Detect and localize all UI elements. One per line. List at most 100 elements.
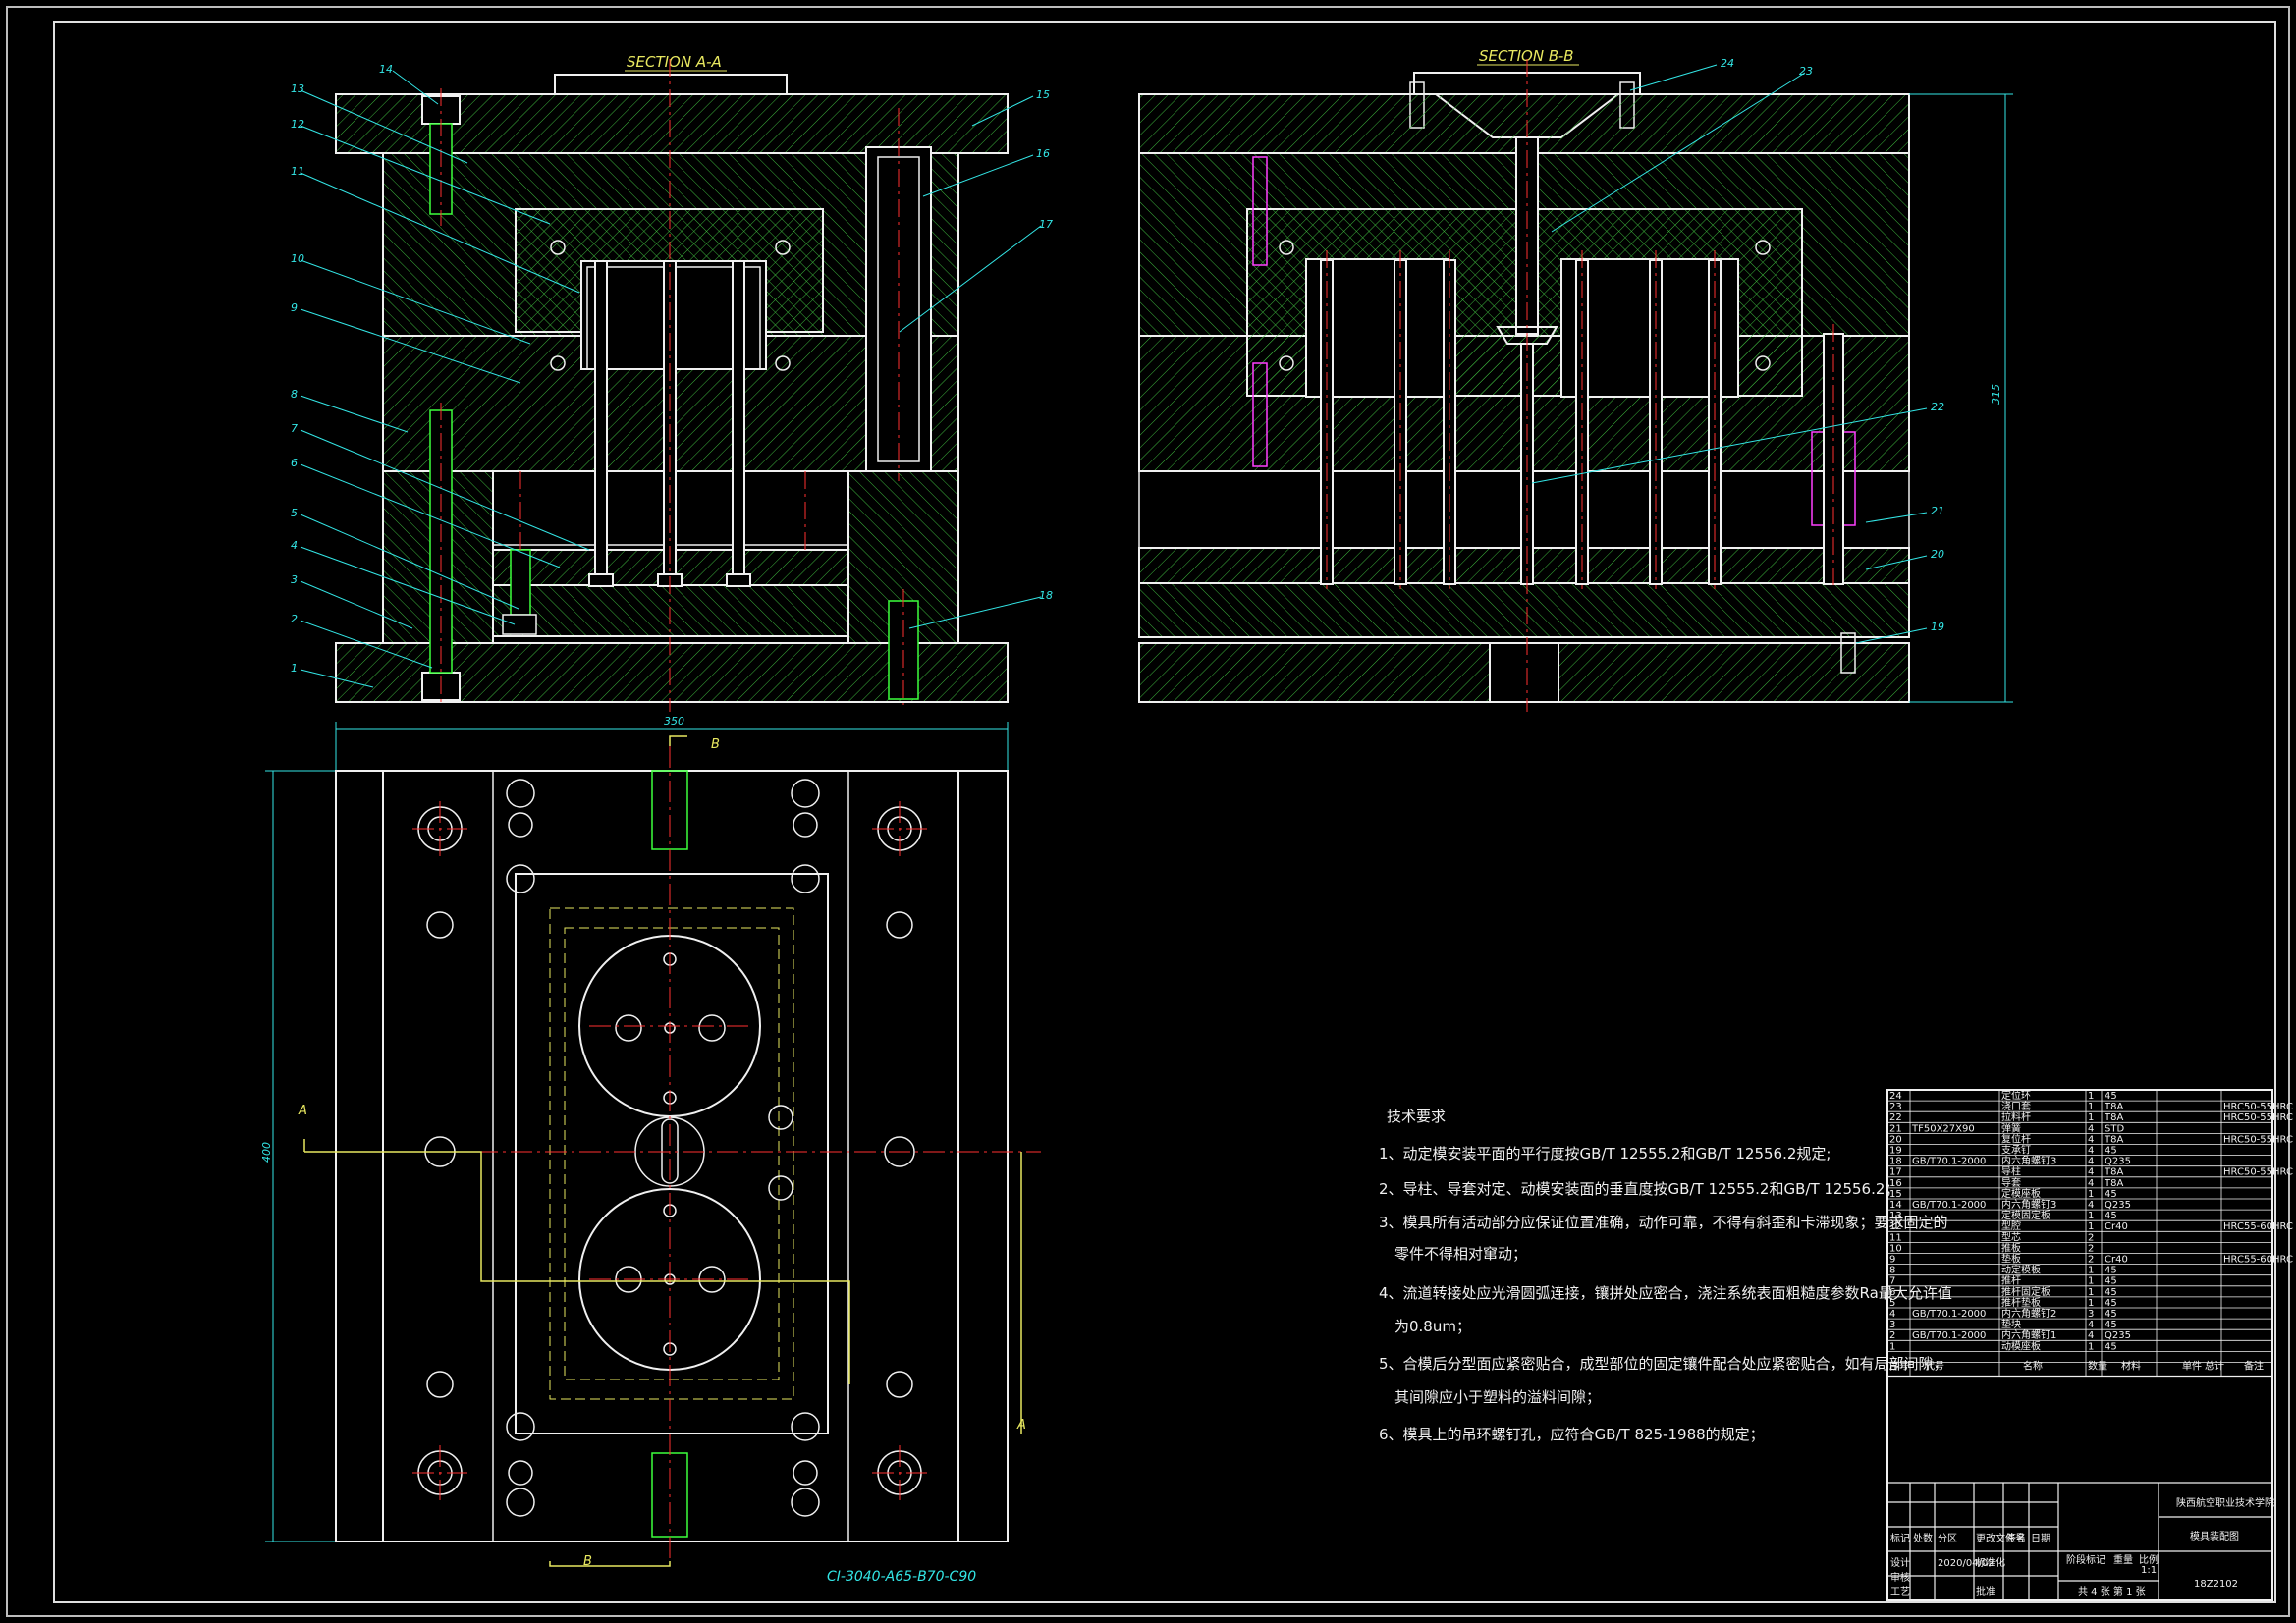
bom-cell-no: 9 bbox=[1889, 1255, 1895, 1266]
doc-label: 更改文件号 bbox=[1976, 1532, 2025, 1544]
bom-header-cell: 数量 bbox=[2088, 1359, 2107, 1372]
bom-cell-name: 垫板 bbox=[2001, 1253, 2021, 1266]
callout-3: 3 bbox=[291, 573, 298, 586]
bom-cell-code: TF50X27X90 bbox=[1911, 1123, 1975, 1134]
date-label: 日期 bbox=[2031, 1533, 2050, 1544]
dim-width: 350 bbox=[664, 715, 684, 728]
tech-item-4: 4、流道转接处应光滑圆弧连接，镶拼处应密合，浇注系统表面粗糙度参数Ra最大允许值 bbox=[1379, 1284, 1952, 1302]
bom-cell-mat: 45 bbox=[2105, 1091, 2117, 1102]
bom-cell-note: HRC50-55HRC bbox=[2223, 1134, 2293, 1145]
bom-cell-qty: 3 bbox=[2088, 1309, 2094, 1320]
bom-header-cell: 总计 bbox=[2205, 1359, 2224, 1372]
cut-a-left: A bbox=[298, 1104, 307, 1118]
bom-cell-qty: 1 bbox=[2088, 1221, 2094, 1232]
tech-item-1: 1、动定模安装平面的平行度按GB/T 12555.2和GB/T 12556.2规… bbox=[1379, 1145, 1831, 1163]
bom-header-cell: 名称 bbox=[2023, 1359, 2043, 1372]
callout-12: 12 bbox=[291, 118, 304, 131]
bom-cell-name: 定位环 bbox=[2001, 1089, 2031, 1102]
callout-7: 7 bbox=[291, 422, 298, 435]
tech-item-2: 2、导柱、导套对定、动模安装面的垂直度按GB/T 12555.2和GB/T 12… bbox=[1379, 1180, 1899, 1198]
callout-24: 24 bbox=[1721, 57, 1734, 70]
bom-cell-mat: 45 bbox=[2105, 1298, 2117, 1309]
tech-item-3b: 零件不得相对窜动； bbox=[1394, 1245, 1527, 1263]
bom-cell-name: 导套 bbox=[2001, 1176, 2021, 1189]
design-label: 设计 bbox=[1890, 1556, 1910, 1569]
weight-label: 重量 bbox=[2113, 1553, 2133, 1566]
bom-cell-mat: 45 bbox=[2105, 1276, 2117, 1287]
bom-cell-mat: STD bbox=[2105, 1123, 2124, 1134]
bom-header-cell: 序号 bbox=[1889, 1359, 1909, 1372]
callout-9: 9 bbox=[291, 301, 298, 314]
technical-requirements: 技术要求 1、动定模安装平面的平行度按GB/T 12555.2和GB/T 125… bbox=[1379, 1108, 1952, 1443]
bom-cell-note: HRC50-55HRC bbox=[2223, 1102, 2293, 1112]
bom-cell-mat: T8A bbox=[2104, 1167, 2123, 1178]
ratio-label: 比例 bbox=[2139, 1553, 2159, 1566]
tech-item-4b: 为0.8um； bbox=[1394, 1318, 1471, 1335]
check-label: 审核 bbox=[1890, 1571, 1910, 1584]
bom-cell-qty: 4 bbox=[2088, 1320, 2094, 1330]
bom-cell-name: 内六角螺钉3 bbox=[2001, 1198, 2056, 1211]
bom-cell-no: 20 bbox=[1889, 1134, 1902, 1145]
bom-cell-no: 18 bbox=[1889, 1157, 1902, 1167]
bom-cell-qty: 4 bbox=[2088, 1200, 2094, 1211]
bom-cell-no: 21 bbox=[1889, 1123, 1902, 1134]
bom-cell-qty: 4 bbox=[2088, 1134, 2094, 1145]
bom-cell-name: 推杆固定板 bbox=[2001, 1285, 2050, 1298]
bom-cell-name: 推板 bbox=[2001, 1241, 2021, 1254]
bom-cell-no: 6 bbox=[1889, 1287, 1895, 1298]
bom-cell-qty: 1 bbox=[2088, 1091, 2094, 1102]
bom-cell-qty: 2 bbox=[2088, 1255, 2094, 1266]
bom-cell-code: GB/T70.1-2000 bbox=[1912, 1157, 1986, 1167]
bom-cell-mat: 45 bbox=[2105, 1189, 2117, 1200]
std-date: 2020/04/02 bbox=[1938, 1558, 1995, 1569]
bom-header-cell: 备注 bbox=[2244, 1359, 2264, 1372]
bom-cell-name: 内六角螺钉2 bbox=[2001, 1307, 2056, 1320]
dim-height: 400 bbox=[260, 1142, 273, 1163]
bom-cell-no: 13 bbox=[1889, 1211, 1902, 1221]
callout-17: 17 bbox=[1039, 218, 1053, 231]
title-block: 陕西航空职业技术学院 模具装配图 18Z2102 1:1 共 4 张 第 1 张… bbox=[1887, 1482, 2274, 1600]
bom-cell-no: 11 bbox=[1889, 1232, 1902, 1243]
bom-cell-mat: T8A bbox=[2104, 1134, 2123, 1145]
bom-cell-qty: 4 bbox=[2088, 1146, 2094, 1157]
bom-cell-name: 复位杆 bbox=[2001, 1132, 2031, 1145]
ejector-plate bbox=[492, 584, 849, 637]
bom-cell-code: GB/T70.1-2000 bbox=[1912, 1330, 1986, 1341]
callout-8: 8 bbox=[291, 388, 298, 401]
bom-cell-mat: 45 bbox=[2105, 1320, 2117, 1330]
stage-mark: 阶段标记 bbox=[2066, 1553, 2105, 1566]
callout-10: 10 bbox=[291, 252, 304, 265]
bom-cell-name: 定模固定板 bbox=[2001, 1209, 2050, 1221]
bom-cell-no: 17 bbox=[1889, 1167, 1902, 1178]
callout-18: 18 bbox=[1039, 589, 1053, 602]
bom-cell-note: HRC50-55HRC bbox=[2223, 1112, 2293, 1123]
bom-cell-no: 23 bbox=[1889, 1102, 1902, 1112]
bom-cell-qty: 1 bbox=[2088, 1189, 2094, 1200]
outer-frame bbox=[6, 6, 2290, 1617]
bom-cell-no: 15 bbox=[1889, 1189, 1902, 1200]
count-label: 处数 bbox=[1913, 1532, 1933, 1544]
cut-a-right: A bbox=[1016, 1418, 1026, 1433]
callout-19: 19 bbox=[1931, 621, 1944, 633]
bom-cell-note: HRC55-60HRC bbox=[2223, 1221, 2293, 1232]
bom-cell-no: 19 bbox=[1889, 1146, 1902, 1157]
process-label: 工艺 bbox=[1890, 1586, 1910, 1597]
bom-cell-mat: Cr40 bbox=[2105, 1255, 2128, 1266]
bom-header-cell: 单件 bbox=[2182, 1360, 2202, 1372]
bom-cell-qty: 4 bbox=[2088, 1123, 2094, 1134]
section-b-title: SECTION B-B bbox=[1479, 47, 1574, 65]
bom-cell-qty: 1 bbox=[2088, 1341, 2094, 1352]
bom-cell-mat: Q235 bbox=[2105, 1330, 2131, 1341]
callout-15: 15 bbox=[1036, 88, 1050, 101]
callout-13: 13 bbox=[291, 82, 304, 95]
bom-cell-note: HRC55-60HRC bbox=[2223, 1255, 2293, 1266]
bom-cell-name: 支承钉 bbox=[2001, 1145, 2031, 1157]
bom-cell-name: 推杆 bbox=[2001, 1274, 2021, 1287]
bom-cell-mat: Cr40 bbox=[2105, 1221, 2128, 1232]
bom-cell-qty: 2 bbox=[2088, 1232, 2094, 1243]
bom-cell-qty: 1 bbox=[2088, 1112, 2094, 1123]
bom-header-cell: 代号 bbox=[1925, 1360, 1944, 1372]
bom-cell-qty: 4 bbox=[2088, 1167, 2094, 1178]
